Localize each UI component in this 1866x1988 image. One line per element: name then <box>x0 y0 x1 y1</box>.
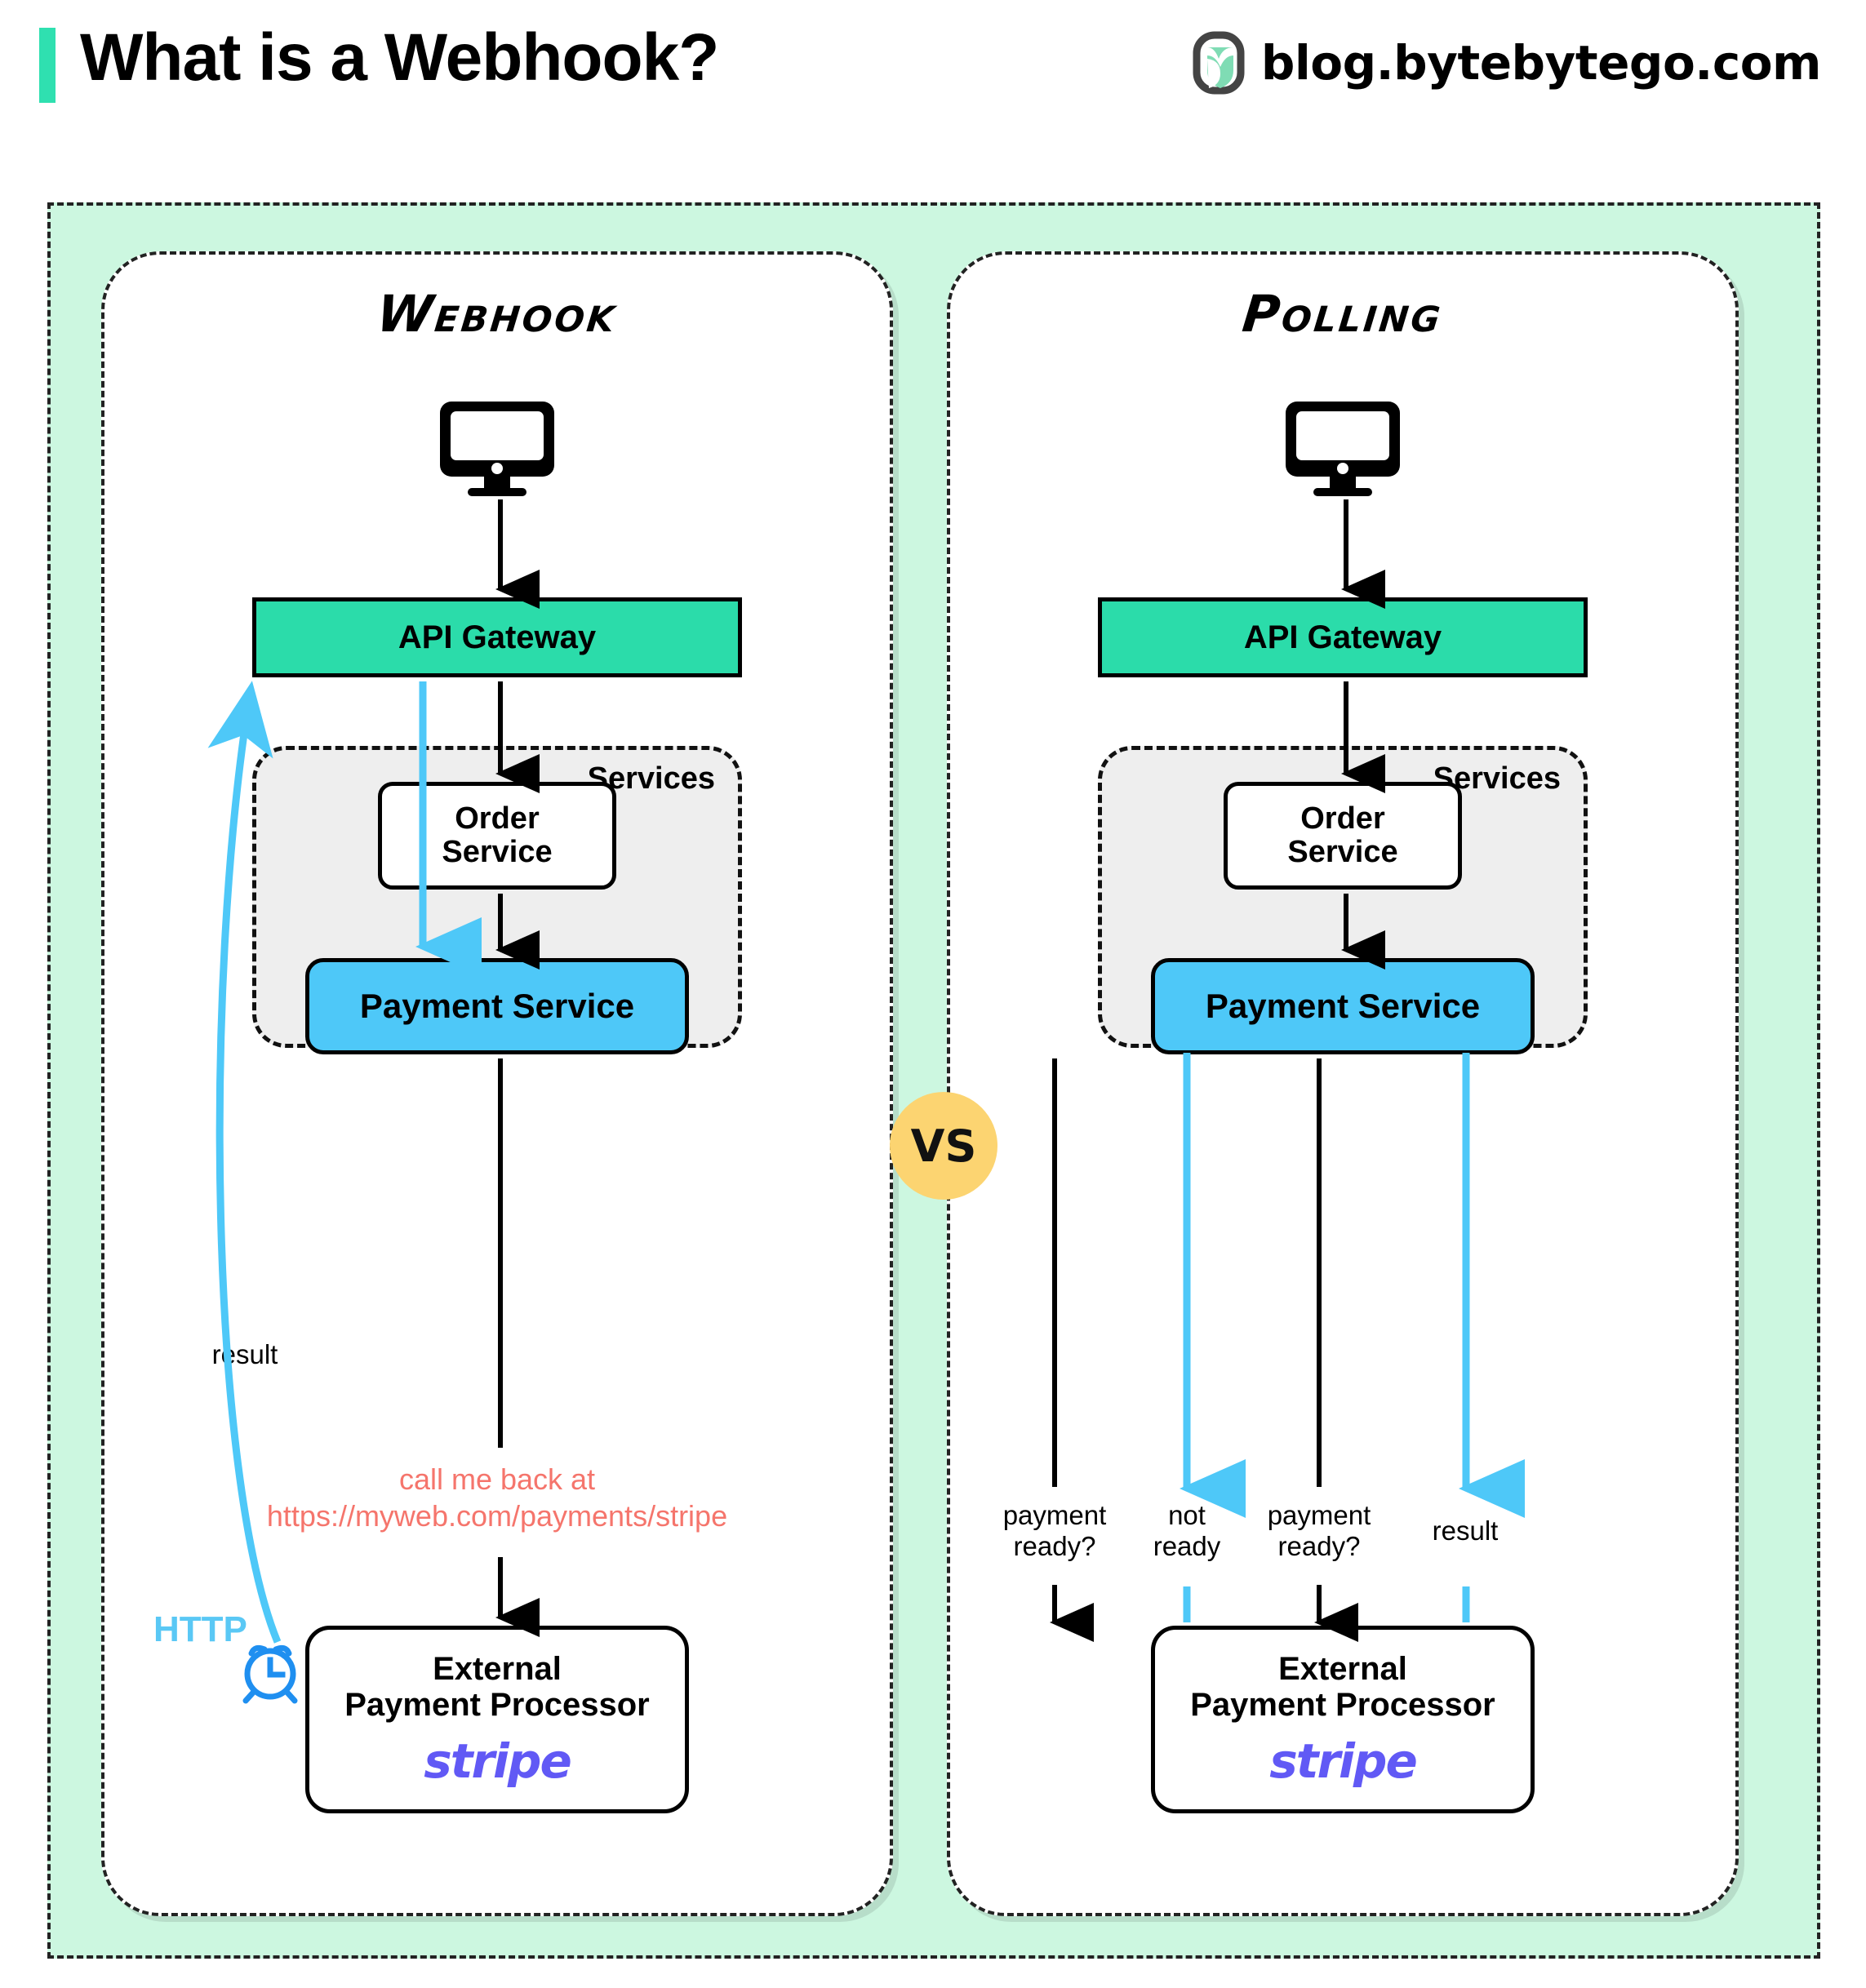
callback-annotation: call me back at https://myweb.com/paymen… <box>244 1461 750 1534</box>
external-processor-box-webhook: External Payment Processor stripe <box>305 1626 689 1813</box>
page-title: What is a Webhook? <box>80 20 719 95</box>
poll-label-line2: ready? <box>1277 1530 1361 1561</box>
stripe-logo-polling: stripe <box>1269 1733 1418 1789</box>
payment-service-box-polling: Payment Service <box>1151 958 1535 1054</box>
poll-label-result: result <box>1404 1515 1526 1546</box>
bytebytego-logo-icon <box>1193 31 1245 95</box>
processor-line2: Payment Processor <box>1190 1687 1495 1723</box>
brand: blog.bytebytego.com <box>1193 31 1822 95</box>
page-header: What is a Webhook? blog.bytebytego.com <box>0 0 1866 137</box>
poll-label-line2: ready <box>1153 1530 1221 1561</box>
api-gateway-box-polling: API Gateway <box>1098 597 1588 677</box>
order-service-box-webhook: Order Service <box>378 782 616 890</box>
brand-text: blog.bytebytego.com <box>1260 35 1822 91</box>
poll-label-payment-ready-2: payment ready? <box>1242 1500 1396 1561</box>
external-processor-box-polling: External Payment Processor stripe <box>1151 1626 1535 1813</box>
poll-label-line2: ready? <box>1013 1530 1096 1561</box>
panel-polling: Polling API Gateway Services Order Servi… <box>947 251 1739 1916</box>
panel-webhook-title: Webhook <box>374 284 620 344</box>
order-service-box-polling: Order Service <box>1224 782 1462 890</box>
callback-line1: call me back at <box>398 1462 596 1496</box>
http-label: HTTP <box>153 1609 247 1649</box>
vs-badge: VS <box>890 1092 997 1200</box>
monitor-icon <box>1286 402 1400 496</box>
alarm-clock-icon <box>242 1644 298 1704</box>
panel-webhook: Webhook API Gateway Services Order Servi… <box>101 251 893 1916</box>
processor-line2: Payment Processor <box>344 1687 650 1723</box>
panel-polling-title: Polling <box>1239 284 1446 344</box>
order-service-line2: Service <box>442 835 553 869</box>
poll-label-line1: not <box>1168 1500 1206 1530</box>
processor-line1: External <box>433 1651 562 1687</box>
callback-line2: https://myweb.com/payments/stripe <box>266 1499 728 1533</box>
order-service-line2: Service <box>1287 835 1398 869</box>
poll-label-line1: payment <box>1267 1500 1371 1530</box>
comparison-container: Webhook API Gateway Services Order Servi… <box>47 202 1820 1959</box>
poll-label-line1: result <box>1432 1515 1499 1546</box>
poll-label-line1: payment <box>1002 1500 1107 1530</box>
api-gateway-box-webhook: API Gateway <box>252 597 742 677</box>
poll-label-payment-ready-1: payment ready? <box>978 1500 1131 1561</box>
order-service-line1: Order <box>455 801 540 836</box>
payment-service-box-webhook: Payment Service <box>305 958 689 1054</box>
title-accent-bar <box>39 28 56 103</box>
poll-label-not-ready: not ready <box>1135 1500 1239 1561</box>
order-service-line1: Order <box>1300 801 1385 836</box>
result-label-webhook: result <box>211 1339 278 1369</box>
stripe-logo-webhook: stripe <box>424 1733 572 1789</box>
processor-line1: External <box>1278 1651 1407 1687</box>
monitor-icon <box>440 402 554 496</box>
